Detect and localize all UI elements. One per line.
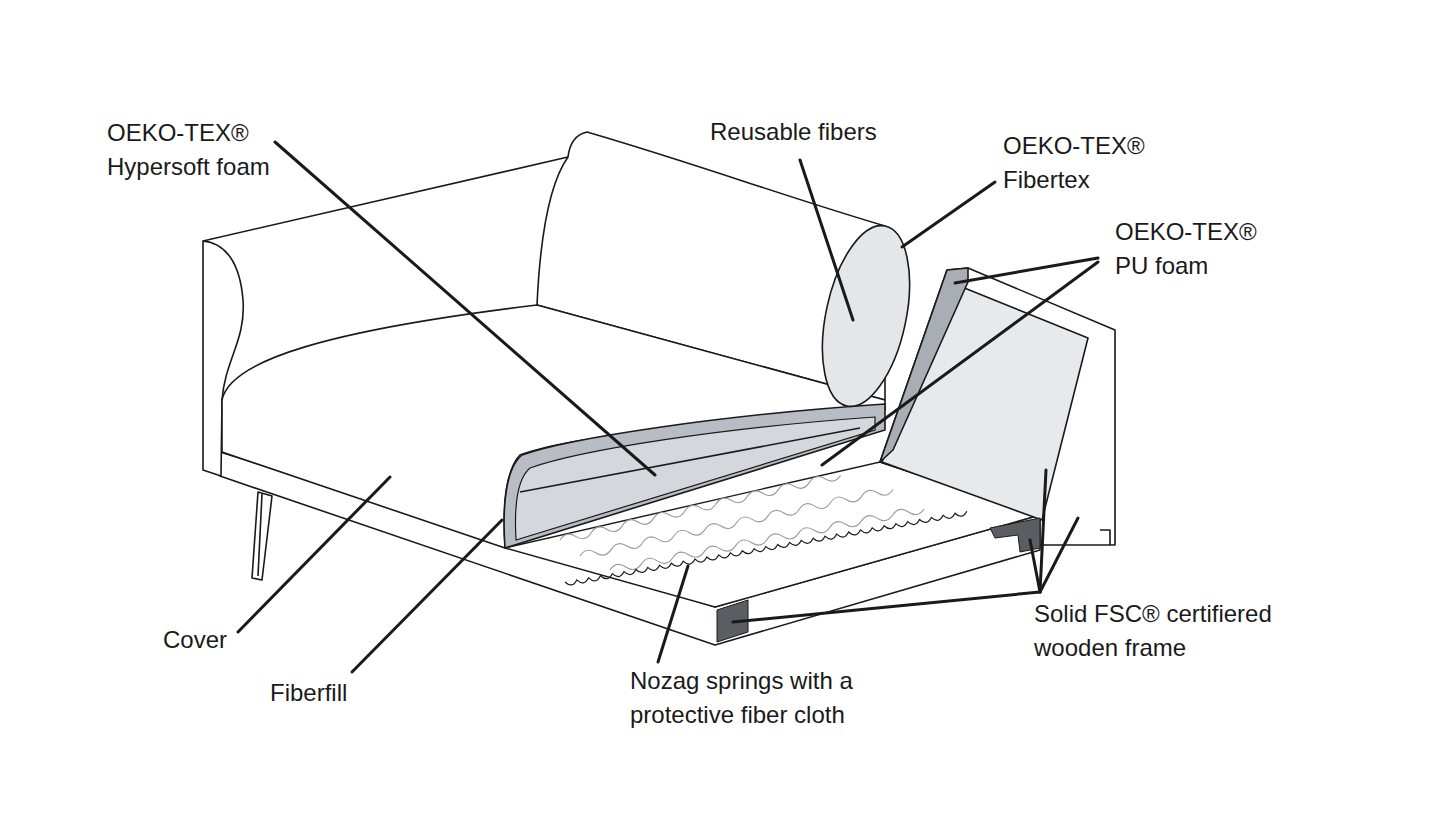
spring-edge (565, 511, 967, 586)
leader-line (658, 566, 688, 662)
leg-edge (258, 494, 262, 576)
part-label: Nozag springs with a protective fiber cl… (630, 664, 885, 732)
spring-row (609, 505, 925, 574)
part-label: Fiberfill (270, 676, 410, 710)
leader-line (275, 142, 655, 475)
leader-lines (238, 142, 1098, 672)
foam-layer (516, 417, 875, 540)
fiberfill-layer (504, 404, 885, 548)
leader-line (352, 520, 502, 672)
part-label: Solid FSC® certifiered wooden frame (1034, 597, 1294, 665)
right-arm (880, 268, 1115, 545)
leader-line (238, 477, 390, 632)
leader-line (1040, 470, 1046, 592)
seat-cross-section (504, 404, 885, 548)
left-arm-front (203, 241, 243, 400)
part-label: Cover (163, 623, 283, 657)
leader-line (800, 160, 853, 320)
part-label: OEKO-TEX® Hypersoft foam (107, 116, 307, 184)
pu-foam-strip (880, 268, 968, 462)
right-arm-panel (880, 268, 1115, 545)
leader-line (902, 182, 995, 247)
part-label: Reusable fibers (710, 115, 930, 149)
leader-line (1030, 540, 1040, 592)
leader-line (733, 592, 1040, 622)
foam-core-line (520, 428, 860, 492)
sofa-body (203, 132, 1040, 645)
part-label: OEKO-TEX® PU foam (1115, 215, 1260, 283)
frame-corner (1100, 530, 1110, 545)
wooden-frame (717, 518, 1040, 642)
sofa-leg (252, 492, 272, 580)
leader-line (1040, 518, 1078, 592)
part-label: OEKO-TEX® Fibertex (1003, 129, 1148, 197)
leader-line (822, 262, 1098, 465)
